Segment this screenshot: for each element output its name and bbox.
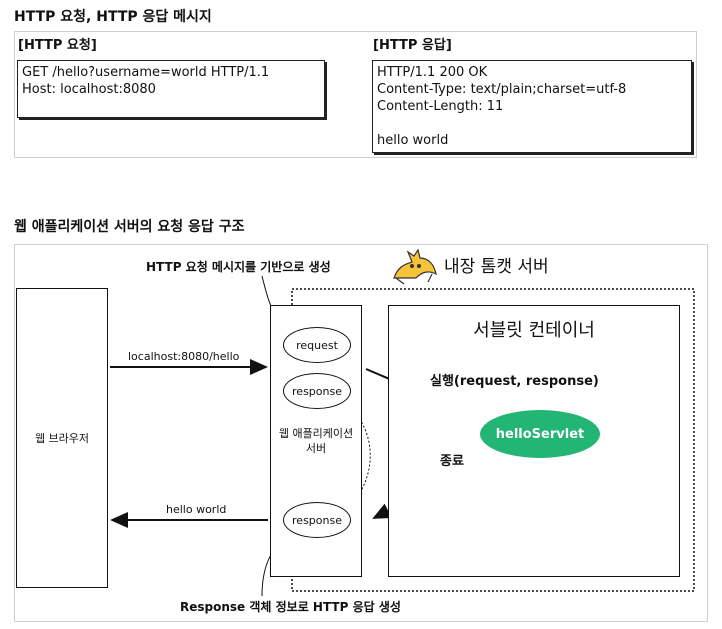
request-object: request [283, 327, 351, 363]
annot-create-response: Response 객체 정보로 HTTP 응답 생성 [180, 600, 401, 614]
request-message-box: GET /hello?username=world HTTP/1.1 Host:… [17, 60, 325, 118]
web-browser-box: 웹 브라우저 [16, 288, 108, 588]
annot-create-request: HTTP 요청 메시지를 기반으로 생성 [146, 260, 331, 274]
response-content-type: Content-Type: text/plain;charset=utf-8 [377, 82, 627, 97]
was-label-line1: 웹 애플리케이션 [278, 427, 354, 440]
response-content-length: Content-Length: 11 [377, 99, 504, 114]
response-object-final: response [283, 502, 351, 538]
response-object: response [283, 373, 351, 409]
servlet-container-label: 서블릿 컨테이너 [473, 320, 595, 341]
request-line: GET /hello?username=world HTTP/1.1 [22, 65, 270, 80]
end-label: 종료 [440, 454, 464, 469]
request-label: [HTTP 요청] [18, 38, 97, 53]
was-label-line2: 서버 [305, 442, 327, 455]
structure-section-title: 웹 애플리케이션 서버의 요청 응답 구조 [14, 219, 245, 235]
tomcat-logo-icon [388, 240, 440, 286]
response-message-box: HTTP/1.1 200 OK Content-Type: text/plain… [372, 60, 692, 153]
response-body: hello world [377, 133, 449, 148]
response-label: [HTTP 응답] [373, 38, 452, 53]
was-label: 웹 애플리케이션 서버 [272, 426, 360, 456]
execute-label: 실행(request, response) [430, 374, 599, 389]
response-text-label: hello world [166, 503, 227, 516]
response-status: HTTP/1.1 200 OK [377, 65, 488, 80]
message-section-title: HTTP 요청, HTTP 응답 메시지 [14, 9, 212, 25]
request-host: Host: localhost:8080 [22, 82, 156, 97]
tomcat-label: 내장 톰캣 서버 [444, 257, 549, 277]
request-url-label: localhost:8080/hello [128, 350, 240, 363]
web-browser-label: 웹 브라우저 [34, 432, 90, 445]
hello-servlet: helloServlet [480, 410, 600, 458]
